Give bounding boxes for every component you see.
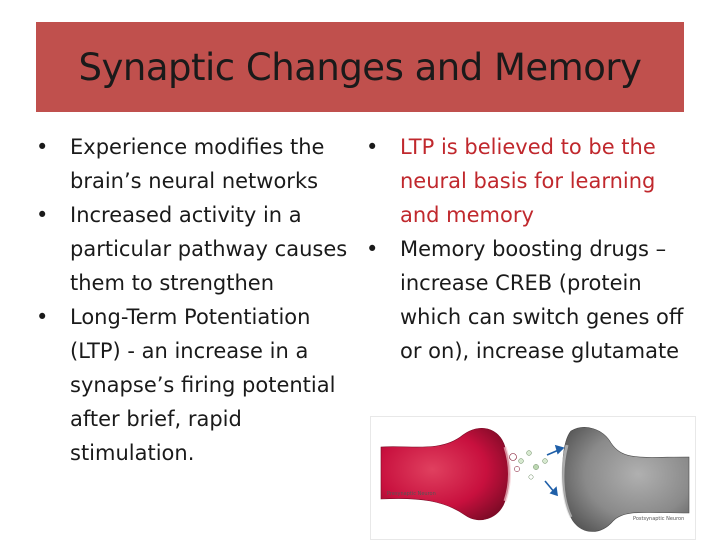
synapse-diagram: Presynaptic Neuron Postsynaptic Neuron xyxy=(380,427,690,532)
bullet-item: Long-Term Potentiation (LTP) - an increa… xyxy=(36,300,354,470)
bullet-item: Experience modifies the brain’s neural n… xyxy=(36,130,354,198)
slide-title: Synaptic Changes and Memory xyxy=(78,45,642,89)
bullet-item: Increased activity in a particular pathw… xyxy=(36,198,354,300)
bullet-item: Memory boosting drugs – increase CREB (p… xyxy=(366,232,684,368)
neurotransmitter-vesicles xyxy=(509,450,548,480)
signal-arrows xyxy=(544,444,565,497)
presynaptic-label: Presynaptic Neuron xyxy=(387,491,436,497)
right-bullet-list: LTP is believed to be the neural basis f… xyxy=(366,130,684,368)
left-bullet-list: Experience modifies the brain’s neural n… xyxy=(36,130,354,470)
title-bar: Synaptic Changes and Memory xyxy=(36,22,684,112)
bullet-item-highlight: LTP is believed to be the neural basis f… xyxy=(366,130,684,232)
synapse-illustration: Presynaptic Neuron Postsynaptic Neuron xyxy=(370,416,696,540)
presynaptic-neuron xyxy=(380,427,510,521)
postsynaptic-label: Postsynaptic Neuron xyxy=(633,516,684,522)
